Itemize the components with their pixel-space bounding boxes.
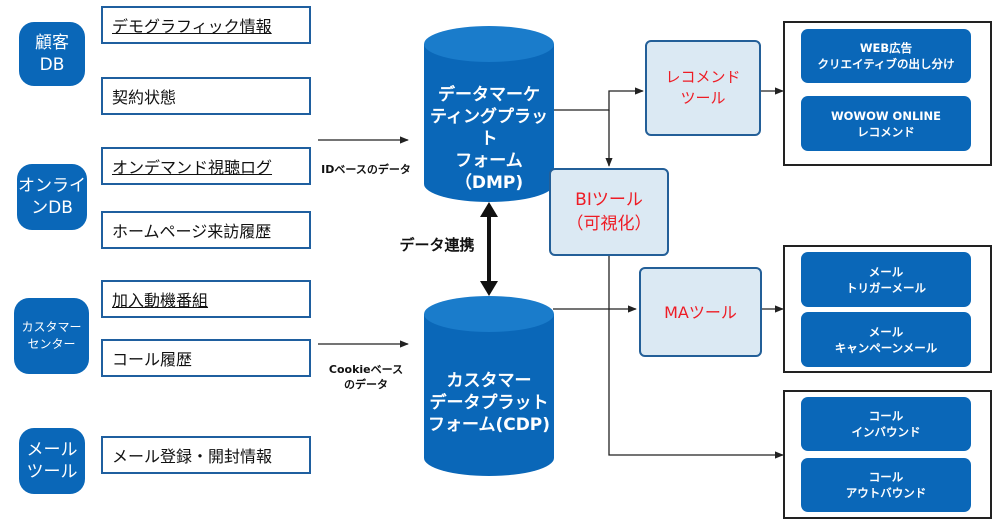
field-label: ホームページ来訪履歴 bbox=[112, 222, 272, 241]
data-link-label: データ連携 bbox=[399, 236, 475, 254]
bi-tool-label: BIツール （可視化） bbox=[566, 190, 652, 234]
dmp-cylinder: データマーケ ティングプラット フォーム （DMP) bbox=[424, 26, 554, 202]
cdp-cylinder: カスタマー データプラット フォーム(CDP) bbox=[424, 296, 554, 476]
cdp-to-call-arrow bbox=[608, 256, 784, 459]
recommend-tool-label: レコメンド ツール bbox=[665, 68, 741, 107]
dmp-label: データマーケ ティングプラット フォーム （DMP) bbox=[430, 85, 548, 193]
field-label: コール履歴 bbox=[112, 350, 193, 369]
output-call-outbound: コール アウトバウンド bbox=[801, 458, 971, 512]
source-label: 顧客 DB bbox=[35, 33, 69, 75]
output-call-inbound: コール インバウンド bbox=[801, 397, 971, 451]
source-mail-tool: メール ツール bbox=[19, 428, 85, 494]
source-label: オンライ ンDB bbox=[18, 176, 86, 218]
ma-tool-label: MAツール bbox=[664, 302, 737, 322]
bi-tool: BIツール （可視化） bbox=[549, 168, 669, 256]
output-label: WEB広告 クリエイティブの出し分け bbox=[817, 41, 955, 71]
field-signup-program: 加入動機番組 bbox=[101, 280, 311, 318]
field-label: 加入動機番組 bbox=[112, 291, 209, 310]
dmp-to-recommend-arrow bbox=[553, 87, 644, 111]
output-label: メール トリガーメール bbox=[845, 264, 927, 295]
field-label: メール登録・開封情報 bbox=[112, 447, 273, 466]
field-label: デモグラフィック情報 bbox=[112, 17, 272, 36]
field-call-history: コール履歴 bbox=[101, 339, 311, 377]
output-label: コール アウトバウンド bbox=[845, 470, 927, 500]
field-label: オンデマンド視聴ログ bbox=[112, 158, 273, 177]
cookie-data-label: Cookieベース のデータ bbox=[328, 363, 404, 391]
output-campaign-mail: メール キャンペーンメール bbox=[801, 312, 971, 367]
source-label: カスタマー センター bbox=[21, 320, 82, 351]
cdp-label: カスタマー データプラット フォーム(CDP) bbox=[427, 371, 551, 435]
output-web-ad: WEB広告 クリエイティブの出し分け bbox=[801, 29, 971, 83]
field-demographic: デモグラフィック情報 bbox=[101, 6, 311, 44]
field-ondemand-log: オンデマンド視聴ログ bbox=[101, 147, 311, 185]
field-homepage-visits: ホームページ来訪履歴 bbox=[101, 211, 311, 249]
source-customer-center: カスタマー センター bbox=[14, 298, 89, 374]
output-label: コール インバウンド bbox=[851, 409, 921, 439]
source-customer-db: 顧客 DB bbox=[19, 22, 85, 86]
output-label: WOWOW ONLINE レコメンド bbox=[830, 108, 942, 139]
output-wowow-online: WOWOW ONLINE レコメンド bbox=[801, 96, 971, 151]
source-label: メール ツール bbox=[26, 440, 78, 482]
output-trigger-mail: メール トリガーメール bbox=[801, 252, 971, 307]
field-contract-status: 契約状態 bbox=[101, 77, 311, 115]
recommend-tool: レコメンド ツール bbox=[645, 40, 761, 136]
ma-tool: MAツール bbox=[639, 267, 762, 357]
source-online-db: オンライ ンDB bbox=[17, 164, 87, 230]
id-data-label: IDベースのデータ bbox=[321, 163, 411, 176]
output-label: メール キャンペーンメール bbox=[834, 324, 938, 355]
field-mail-info: メール登録・開封情報 bbox=[101, 436, 311, 474]
field-label: 契約状態 bbox=[112, 88, 177, 107]
